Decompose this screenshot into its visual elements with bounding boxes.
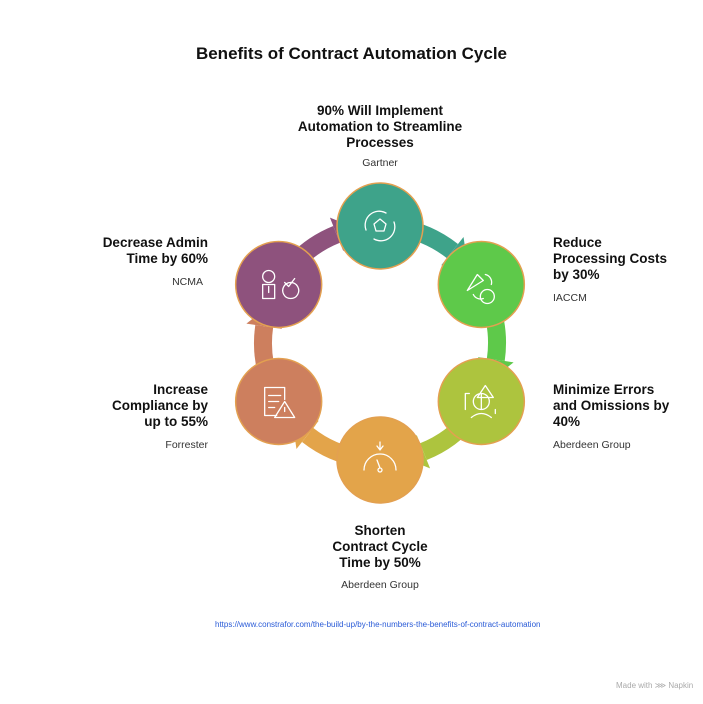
heading-line: Time by 50% [339, 555, 421, 570]
heading-line: Processing Costs [553, 251, 668, 266]
label-source-costs: IACCM [553, 292, 587, 304]
label-heading-cycle-time: Shorten Contract Cycle Time by 50% [280, 523, 480, 571]
cycle-node [437, 357, 526, 446]
admin-check-icon [262, 269, 300, 300]
cycle-node [437, 240, 526, 329]
cycle-node [234, 357, 323, 446]
napkin-logo-icon: ⋙ [654, 681, 667, 690]
heading-line: 40% [553, 414, 581, 429]
napkin-brand: Napkin [668, 681, 694, 690]
cycle-node [234, 240, 323, 329]
heading-line: Processes [346, 135, 414, 150]
heading-line: Shorten [354, 523, 406, 538]
label-source-errors: Aberdeen Group [553, 439, 631, 451]
heading-line: Time by 60% [126, 251, 208, 266]
label-heading-automation: 90% Will Implement Automation to Streaml… [270, 103, 490, 151]
made-with-napkin[interactable]: Made with ⋙ Napkin [616, 681, 693, 690]
label-heading-compliance: Increase Compliance by up to 55% [60, 382, 208, 430]
heading-line: Reduce [553, 235, 602, 250]
label-source-compliance: Forrester [165, 439, 208, 451]
label-heading-costs: Reduce Processing Costs by 30% [553, 235, 667, 283]
speedometer-icon [363, 441, 397, 473]
heading-line: Contract Cycle [332, 539, 428, 554]
cycle-node [336, 182, 424, 270]
automation-cycle-gear-icon [364, 210, 396, 242]
heading-line: and Omissions by [553, 398, 670, 413]
made-with-text: Made with [616, 681, 653, 690]
diagram-title: Benefits of Contract Automation Cycle [195, 44, 508, 63]
label-source-automation: Gartner [362, 157, 398, 169]
heading-line: Increase [153, 382, 208, 397]
clipboard-warning-icon [264, 386, 296, 419]
heading-line: up to 55% [144, 414, 208, 429]
cycle-node [336, 416, 424, 504]
source-url-link[interactable]: https://www.constrafor.com/the-build-up/… [215, 620, 541, 629]
error-analysis-icon [464, 384, 496, 419]
label-source-admin: NCMA [172, 276, 203, 288]
heading-line: Automation to Streamline [297, 119, 463, 134]
heading-line: Compliance by [111, 398, 208, 413]
heading-line: by 30% [553, 267, 600, 282]
label-heading-errors: Minimize Errors and Omissions by 40% [553, 382, 669, 430]
heading-line: Decrease Admin [102, 235, 208, 250]
heading-line: Minimize Errors [553, 382, 655, 397]
label-source-cycle-time: Aberdeen Group [341, 579, 419, 591]
heading-line: 90% Will Implement [317, 103, 443, 118]
label-heading-admin: Decrease Admin Time by 60% [60, 235, 208, 267]
cost-reduction-icon [466, 273, 495, 305]
